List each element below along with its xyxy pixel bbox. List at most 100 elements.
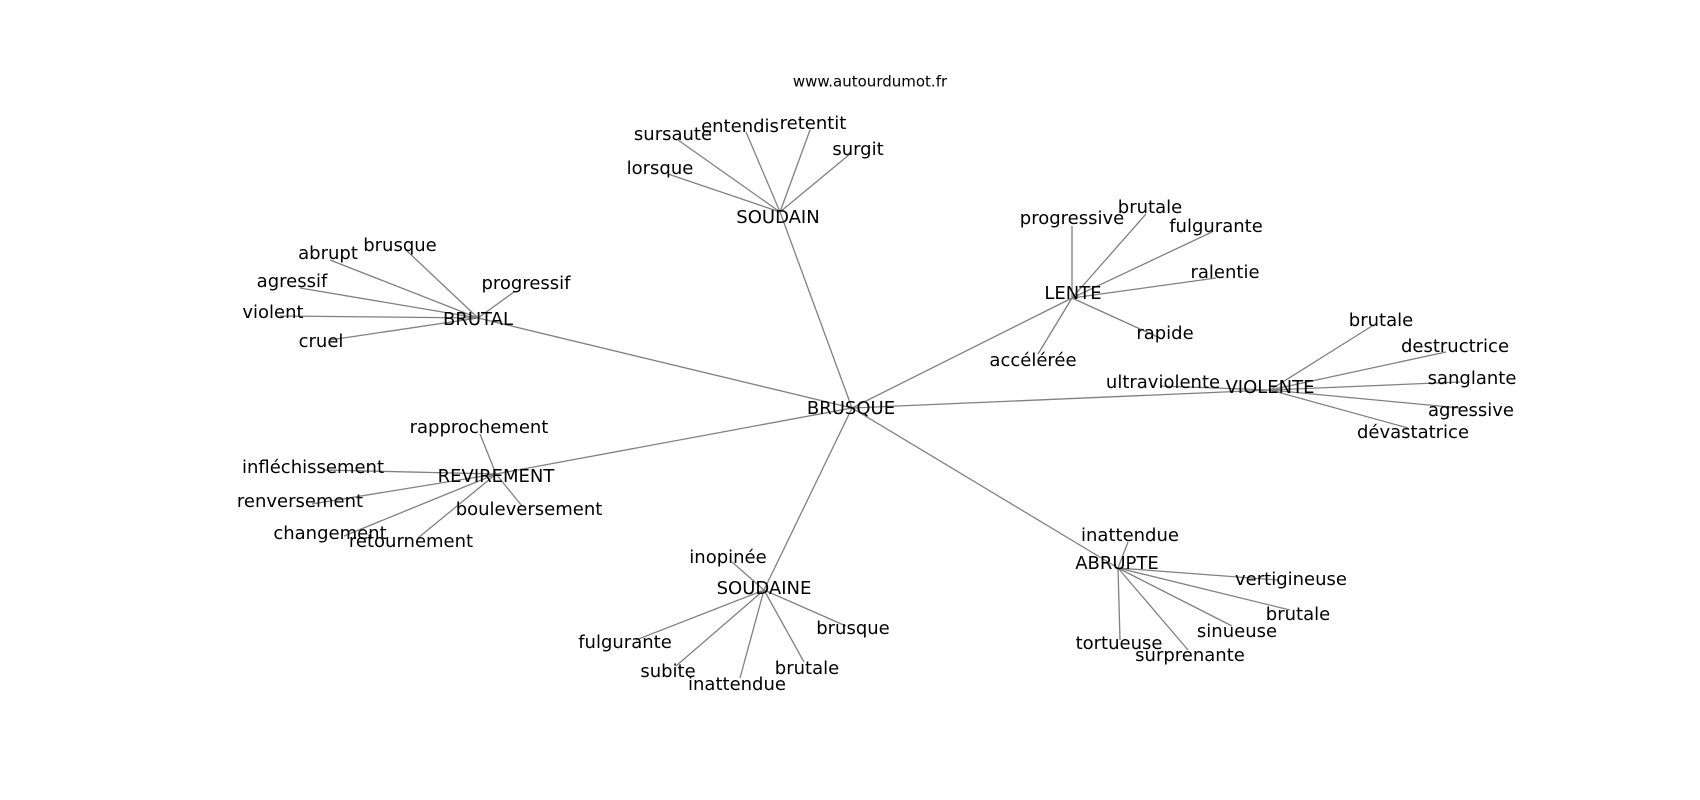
leaf-node-soudain-2: retentit xyxy=(780,113,847,134)
hub-node-revirement: REVIREMENT xyxy=(438,466,556,487)
edge-brutal-leaf-4 xyxy=(329,317,479,341)
leaf-node-soudaine-0: inopinée xyxy=(689,547,766,568)
leaf-node-soudaine-3: inattendue xyxy=(688,674,786,695)
leaf-node-soudaine-4: brutale xyxy=(775,658,839,679)
edge-abrupte-leaf-3 xyxy=(1117,567,1233,627)
edge-violente-leaf-3 xyxy=(1269,389,1461,409)
leaf-node-brutal-0: brusque xyxy=(363,235,437,256)
leaf-node-brutal-3: violent xyxy=(242,302,303,323)
edge-brutal-leaf-2 xyxy=(299,287,479,319)
leaf-node-violente-4: dévastatrice xyxy=(1357,422,1469,443)
leaf-node-brutal-2: agressif xyxy=(257,271,328,292)
leaf-node-revirement-1: infléchissement xyxy=(242,457,384,478)
edge-abrupte-leaf-5 xyxy=(1117,567,1121,641)
edge-center-violente xyxy=(851,389,1271,409)
edge-soudain-leaf-0 xyxy=(677,139,781,213)
edge-lente-leaf-5 xyxy=(1037,297,1073,355)
leaf-node-violente-2: sanglante xyxy=(1428,368,1517,389)
edge-abrupte-leaf-2 xyxy=(1117,567,1291,611)
edge-soudain-leaf-1 xyxy=(745,131,781,213)
edge-center-lente xyxy=(851,297,1073,409)
leaf-node-lente-4: rapide xyxy=(1136,323,1193,344)
edge-brutal-leaf-1 xyxy=(329,259,479,319)
edge-revirement-leaf-0 xyxy=(479,433,497,475)
leaf-node-lente-1: brutale xyxy=(1118,197,1182,218)
leaf-node-soudain-4: lorsque xyxy=(627,158,694,179)
leaf-node-revirement-0: rapprochement xyxy=(410,417,549,438)
edge-soudaine-leaf-0 xyxy=(731,561,765,591)
edge-lente-leaf-1 xyxy=(1071,213,1147,299)
leaf-node-soudaine-5: brusque xyxy=(816,618,890,639)
leaf-node-abrupte-1: vertigineuse xyxy=(1235,569,1347,590)
leaf-node-soudain-0: sursaute xyxy=(634,124,712,145)
leaf-node-revirement-3: changement xyxy=(273,523,386,544)
leaf-node-abrupte-3: sinueuse xyxy=(1197,621,1277,642)
edge-violente-leaf-1 xyxy=(1269,351,1447,391)
graph-labels: www.autourdumot.fr BRUSQUE SOUDAIN sursaut… xyxy=(237,73,1516,696)
edge-violente-leaf-0 xyxy=(1269,325,1373,391)
leaf-node-revirement-5: bouleversement xyxy=(456,499,603,520)
leaf-node-abrupte-0: inattendue xyxy=(1081,525,1179,546)
leaf-node-violente-3: agressive xyxy=(1428,400,1514,421)
edge-soudaine-leaf-5 xyxy=(763,589,847,627)
leaf-node-soudaine-2: subite xyxy=(640,661,695,682)
edge-revirement-leaf-3 xyxy=(343,473,497,537)
edge-violente-leaf-2 xyxy=(1269,381,1461,391)
edge-brutal-leaf-3 xyxy=(279,315,479,319)
edge-lente-leaf-3 xyxy=(1071,277,1217,299)
edge-soudaine-leaf-1 xyxy=(635,589,765,641)
leaf-node-brutal-5: progressif xyxy=(481,273,571,294)
leaf-node-soudain-3: surgit xyxy=(832,139,883,160)
leaf-node-soudain-1: entendis xyxy=(701,116,779,137)
leaf-node-abrupte-5: tortueuse xyxy=(1076,633,1163,654)
edge-brutal-leaf-0 xyxy=(405,249,479,319)
edge-abrupte-leaf-4 xyxy=(1117,567,1189,651)
leaf-node-abrupte-2: brutale xyxy=(1266,604,1330,625)
edge-soudaine-leaf-2 xyxy=(675,589,765,667)
leaf-node-lente-0: progressive xyxy=(1020,208,1124,229)
leaf-node-lente-2: fulgurante xyxy=(1169,216,1263,237)
edge-center-brutal xyxy=(477,317,853,409)
edge-soudain-leaf-4 xyxy=(667,173,781,213)
leaf-node-brutal-1: abrupt xyxy=(298,243,358,264)
leaf-node-violente-0: brutale xyxy=(1349,310,1413,331)
leaf-node-revirement-4: retournement xyxy=(349,531,473,552)
edge-abrupte-leaf-1 xyxy=(1117,567,1279,581)
leaf-node-revirement-2: renversement xyxy=(237,491,363,512)
hub-node-soudaine: SOUDAINE xyxy=(717,578,812,599)
leaf-node-violente-5: ultraviolente xyxy=(1106,372,1220,393)
leaf-node-violente-1: destructrice xyxy=(1401,336,1509,357)
edge-violente-leaf-4 xyxy=(1269,389,1409,429)
edge-revirement-leaf-5 xyxy=(495,473,523,507)
edge-center-abrupte xyxy=(851,407,1119,569)
edge-revirement-leaf-4 xyxy=(417,473,497,539)
center-node-label: BRUSQUE xyxy=(807,398,895,419)
hub-node-brutal: BRUTAL xyxy=(443,309,513,330)
graph-edges xyxy=(279,129,1461,679)
hub-node-violente: VIOLENTE xyxy=(1225,377,1314,398)
edge-brutal-leaf-5 xyxy=(477,291,515,319)
hub-node-soudain: SOUDAIN xyxy=(736,207,819,228)
edge-soudain-leaf-2 xyxy=(779,129,811,213)
edge-violente-leaf-5 xyxy=(1159,385,1271,391)
edge-soudaine-leaf-3 xyxy=(739,589,765,679)
edge-abrupte-leaf-0 xyxy=(1117,541,1129,569)
edge-center-soudaine xyxy=(763,407,853,591)
edge-lente-leaf-4 xyxy=(1071,297,1161,339)
edge-soudain-leaf-3 xyxy=(779,153,851,213)
leaf-node-lente-3: ralentie xyxy=(1190,262,1259,283)
edge-revirement-leaf-2 xyxy=(311,473,497,505)
hub-node-abrupte: ABRUPTE xyxy=(1075,553,1159,574)
hub-node-lente: LENTE xyxy=(1044,283,1101,304)
leaf-node-abrupte-4: surprenante xyxy=(1135,645,1245,666)
edge-center-soudain xyxy=(779,211,853,409)
edge-lente-leaf-2 xyxy=(1071,231,1213,299)
leaf-node-lente-5: accélérée xyxy=(989,350,1076,371)
leaf-node-brutal-4: cruel xyxy=(299,331,344,352)
edge-soudaine-leaf-4 xyxy=(763,589,805,663)
site-url: www.autourdumot.fr xyxy=(793,73,948,91)
leaf-node-soudaine-1: fulgurante xyxy=(578,632,672,653)
edge-center-revirement xyxy=(495,407,853,475)
edge-revirement-leaf-1 xyxy=(323,469,497,475)
